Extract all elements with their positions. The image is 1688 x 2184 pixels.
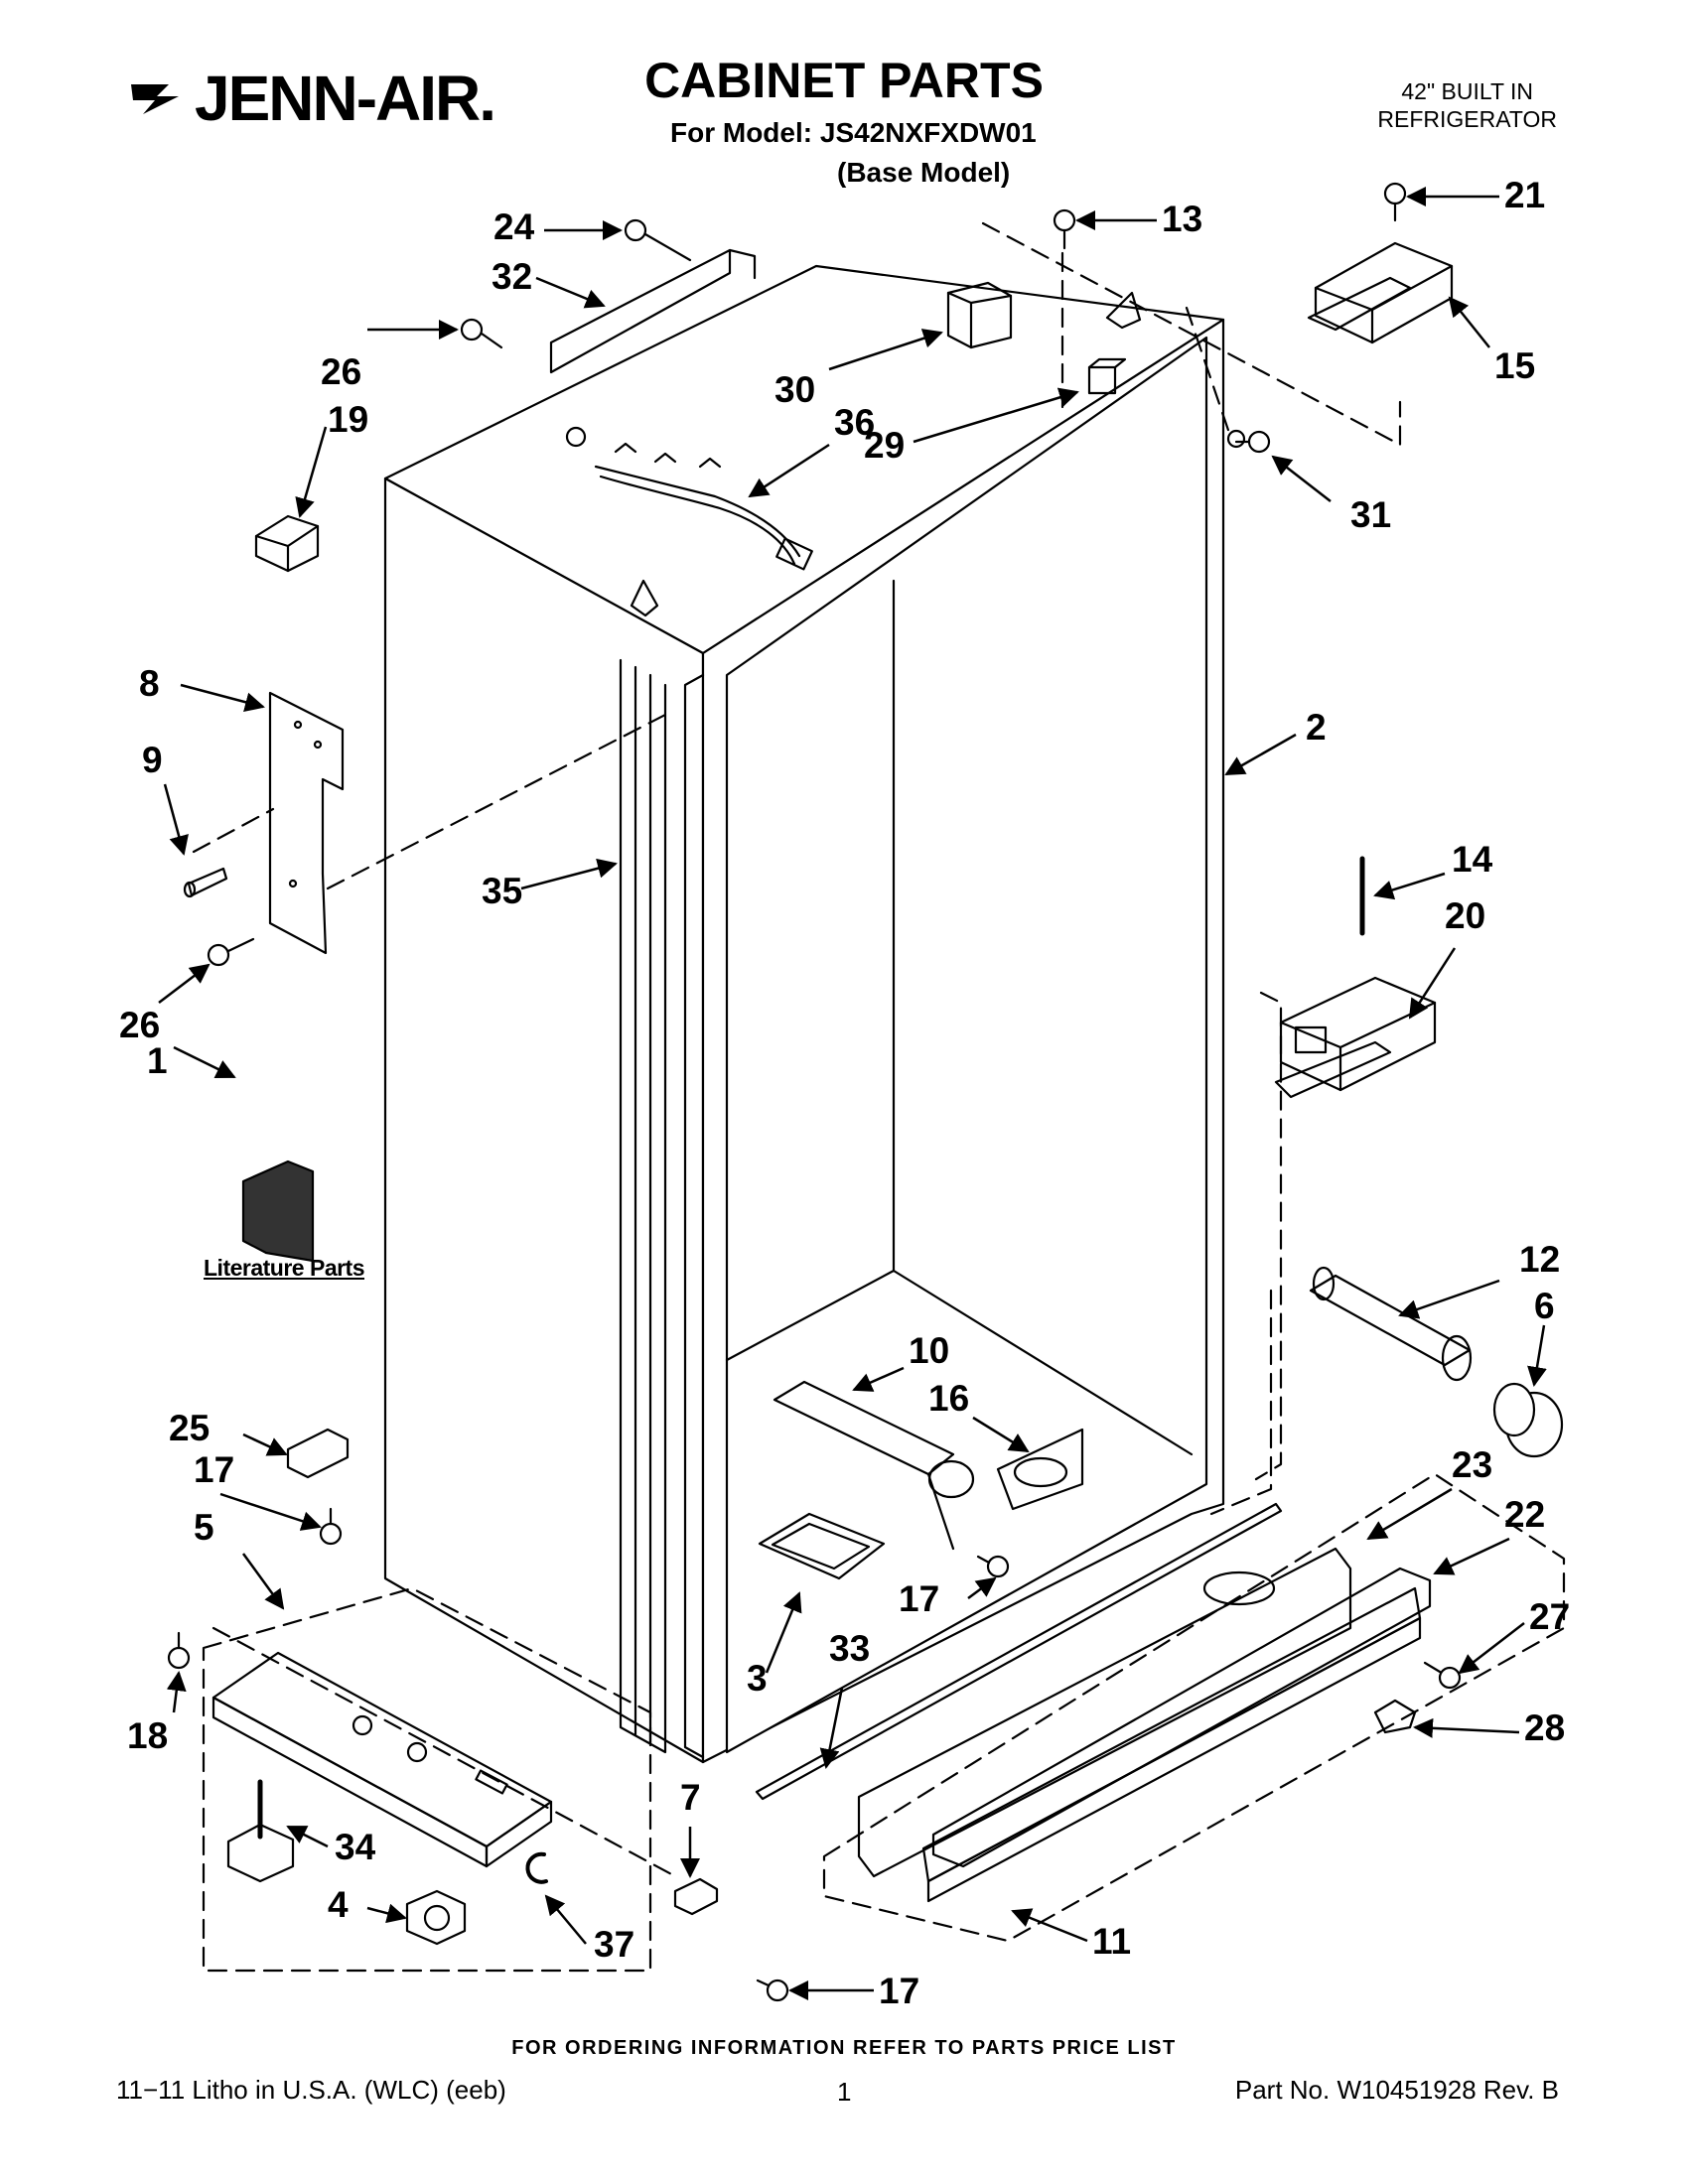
part-22-kickplate bbox=[931, 1567, 1432, 1868]
callout-leaders bbox=[158, 187, 1547, 2000]
part-11-base-grille bbox=[921, 1586, 1422, 1903]
callout-35: 35 bbox=[482, 871, 523, 911]
callout-17-center: 17 bbox=[899, 1578, 940, 1619]
callout-9: 9 bbox=[142, 740, 163, 780]
part-23-grille bbox=[857, 1547, 1352, 1878]
part-3-tray bbox=[758, 1512, 886, 1580]
callout-1: 1 bbox=[147, 1040, 168, 1081]
page-title: CABINET PARTS bbox=[644, 53, 1044, 108]
product-line-2: REFRIGERATOR bbox=[1377, 106, 1557, 132]
part-33-rail bbox=[755, 1502, 1283, 1801]
literature-book bbox=[241, 1160, 315, 1263]
callout-29: 29 bbox=[864, 425, 906, 466]
part-8-bracket bbox=[268, 691, 345, 955]
callout-28: 28 bbox=[1524, 1707, 1566, 1748]
callout-36: 36 bbox=[834, 402, 876, 443]
callout-19: 19 bbox=[328, 399, 369, 440]
dashed-box-bottom-left bbox=[202, 1586, 652, 1973]
callout-34: 34 bbox=[335, 1827, 376, 1867]
callout-26-mid: 26 bbox=[119, 1005, 161, 1045]
callout-30: 30 bbox=[774, 369, 816, 410]
callout-22: 22 bbox=[1504, 1494, 1546, 1535]
part-19-clip bbox=[254, 514, 320, 573]
part-30-bracket bbox=[946, 281, 1013, 349]
part-number: Part No. W10451928 Rev. B bbox=[1234, 2075, 1559, 2105]
callout-2: 2 bbox=[1306, 707, 1327, 748]
wire-harness-36 bbox=[594, 442, 813, 571]
callout-8: 8 bbox=[139, 663, 160, 704]
brand-name: JENN-AIR. bbox=[195, 63, 496, 134]
callout-14: 14 bbox=[1452, 839, 1493, 880]
callout-33: 33 bbox=[829, 1628, 871, 1669]
callout-23: 23 bbox=[1452, 1444, 1493, 1485]
callout-4: 4 bbox=[328, 1884, 349, 1925]
callout-26-top: 26 bbox=[321, 351, 362, 392]
part-10-duct bbox=[773, 1380, 975, 1551]
part-9-pin bbox=[183, 867, 228, 898]
callout-20: 20 bbox=[1445, 895, 1486, 936]
callout-31: 31 bbox=[1350, 494, 1392, 535]
callout-18: 18 bbox=[127, 1715, 169, 1756]
litho-info: 11−11 Litho in U.S.A. (WLC) (eeb) bbox=[116, 2075, 506, 2105]
part-5-bottom-rail bbox=[211, 1651, 553, 1868]
callout-10: 10 bbox=[909, 1330, 950, 1371]
model-line: For Model: JS42NXFXDW01 bbox=[670, 117, 1037, 148]
part-4-roller bbox=[405, 1889, 467, 1946]
part-15-hinge bbox=[1307, 241, 1454, 344]
callout-6: 6 bbox=[1534, 1286, 1555, 1326]
callout-25: 25 bbox=[169, 1408, 211, 1448]
jenn-air-swoosh-icon bbox=[131, 84, 179, 114]
callout-13: 13 bbox=[1162, 199, 1203, 239]
callout-12: 12 bbox=[1519, 1239, 1561, 1280]
callout-11: 11 bbox=[1092, 1921, 1132, 1962]
callout-24: 24 bbox=[493, 206, 535, 247]
callout-17-bottom: 17 bbox=[879, 1971, 920, 2011]
base-model-label: (Base Model) bbox=[837, 157, 1011, 188]
callout-16: 16 bbox=[928, 1378, 970, 1419]
screws bbox=[167, 182, 1462, 2002]
part-12-filter-housing bbox=[1309, 1266, 1473, 1382]
part-16-cover bbox=[996, 1428, 1084, 1511]
part-29-switch bbox=[1087, 357, 1127, 395]
top-rail-32 bbox=[549, 248, 757, 374]
dashed-guide-lines bbox=[192, 221, 1402, 1878]
callout-37: 37 bbox=[594, 1924, 635, 1965]
brand-logo: JENN-AIR. bbox=[129, 62, 496, 135]
part-7-clip bbox=[673, 1877, 719, 1916]
product-line-1: 42" BUILT IN bbox=[1401, 78, 1533, 104]
cabinet-body bbox=[383, 264, 1246, 1764]
literature-parts-label: Literature Parts bbox=[204, 1255, 365, 1281]
callout-32: 32 bbox=[492, 256, 533, 297]
callout-15: 15 bbox=[1494, 345, 1536, 386]
part-37-clip bbox=[525, 1851, 548, 1884]
page-number: 1 bbox=[837, 2077, 852, 2107]
callout-7: 7 bbox=[680, 1777, 701, 1818]
product-description: 42" BUILT IN REFRIGERATOR bbox=[1377, 77, 1557, 133]
callout-5: 5 bbox=[194, 1507, 214, 1548]
callout-27: 27 bbox=[1529, 1596, 1571, 1637]
part-20-hinge bbox=[1274, 976, 1437, 1099]
ordering-info: FOR ORDERING INFORMATION REFER TO PARTS … bbox=[511, 2037, 1177, 2059]
part-25-clip bbox=[286, 1428, 350, 1479]
part-6-cap bbox=[1492, 1382, 1564, 1458]
callout-17-left: 17 bbox=[194, 1449, 235, 1490]
callout-21: 21 bbox=[1504, 175, 1546, 215]
part-34-leveler bbox=[226, 1779, 295, 1883]
callout-3: 3 bbox=[747, 1658, 768, 1699]
part-28-clip bbox=[1373, 1699, 1417, 1734]
